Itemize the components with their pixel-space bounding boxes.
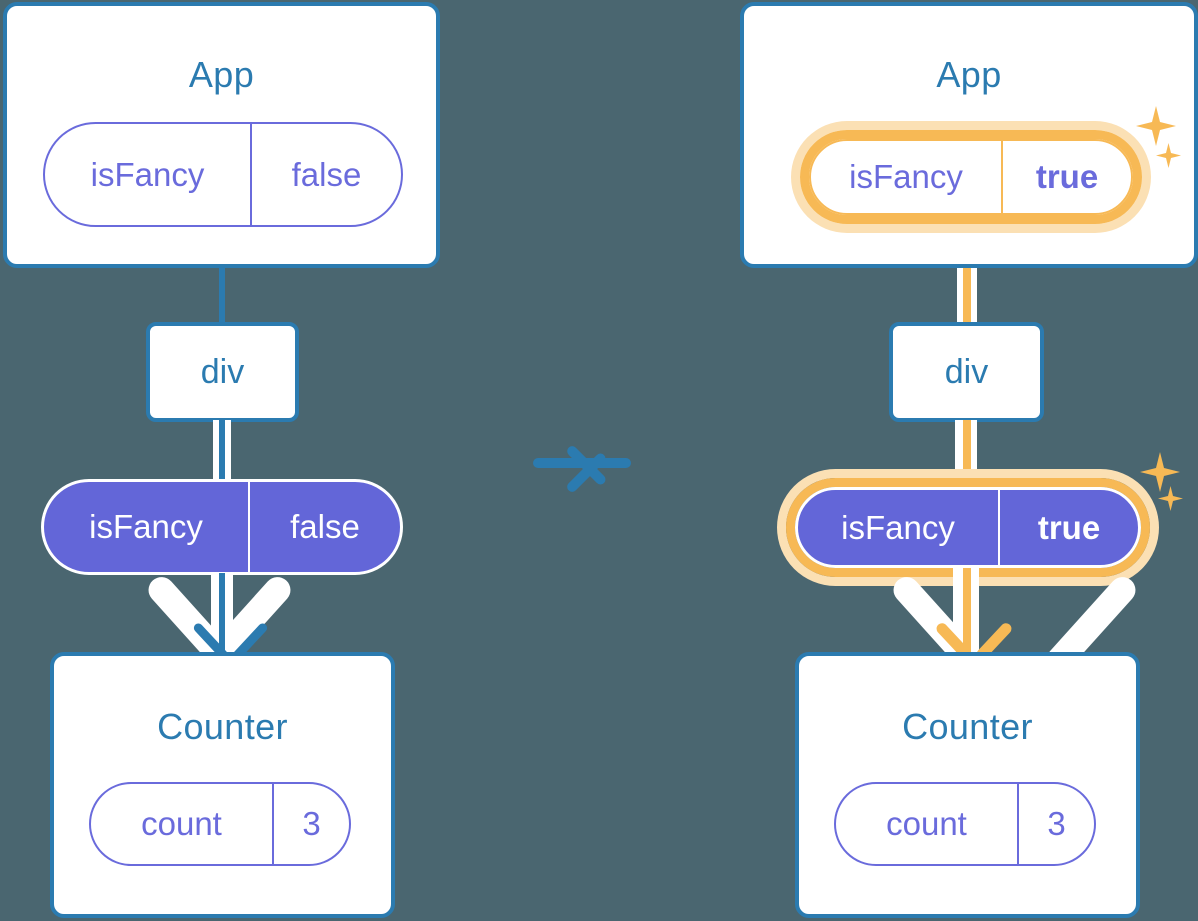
app-state-value-before: false bbox=[291, 155, 362, 193]
counter-state-key-before: count bbox=[91, 784, 274, 864]
app-panel-after: App bbox=[740, 2, 1198, 268]
app-state-pill-before: isFancy false bbox=[43, 122, 403, 227]
arrow-shaft-after bbox=[963, 568, 971, 658]
app-state-key-before: isFancy bbox=[45, 124, 252, 225]
prop-pill-after: isFancy true bbox=[795, 487, 1141, 568]
prop-key-before: isFancy bbox=[44, 482, 250, 572]
app-state-pill-after: isFancy true bbox=[809, 139, 1133, 215]
prop-key-after: isFancy bbox=[798, 490, 1000, 565]
arrow-shaft-before bbox=[219, 573, 225, 658]
prop-value-before: false bbox=[290, 508, 360, 545]
prop-pill-before: isFancy false bbox=[41, 479, 403, 575]
counter-state-value-after: 3 bbox=[1047, 805, 1066, 842]
counter-state-pill-after: count 3 bbox=[834, 782, 1096, 866]
div-label-before: div bbox=[200, 352, 245, 391]
connector-app-to-div-after bbox=[963, 225, 971, 331]
app-title-before: App bbox=[188, 54, 255, 95]
counter-state-value-before: 3 bbox=[302, 805, 321, 842]
connector-div-to-prop-before bbox=[219, 420, 225, 490]
div-label-after: div bbox=[944, 352, 989, 391]
app-title-after: App bbox=[936, 54, 1002, 95]
counter-title-before: Counter bbox=[157, 706, 288, 747]
app-state-key-after: isFancy bbox=[811, 141, 1003, 213]
app-state-value-after: true bbox=[1035, 158, 1099, 195]
transition-arrow bbox=[533, 420, 643, 505]
counter-state-pill-before: count 3 bbox=[89, 782, 351, 866]
counter-state-key-after: count bbox=[836, 784, 1019, 864]
div-box-after: div bbox=[889, 322, 1044, 422]
div-box-before: div bbox=[146, 322, 299, 422]
sparkle-large-prop-icon bbox=[1140, 452, 1180, 492]
connector-app-to-div-before bbox=[219, 263, 225, 325]
prop-value-after: true bbox=[1037, 508, 1101, 546]
sparkle-small-prop-icon bbox=[1158, 486, 1183, 511]
counter-title-after: Counter bbox=[902, 706, 1033, 747]
connector-div-to-prop-after bbox=[963, 420, 971, 490]
